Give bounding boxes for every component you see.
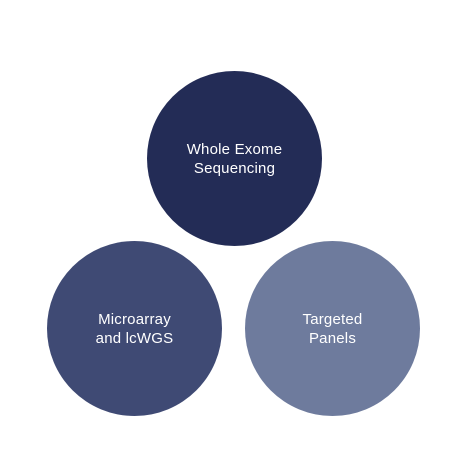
whole-exome-sequencing-label: Whole Exome Sequencing — [186, 140, 283, 177]
microarray-lcwgs-circle: Microarray and lcWGS — [47, 241, 222, 416]
targeted-panels-circle: Targeted Panels — [245, 241, 420, 416]
targeted-panels-label: Targeted Panels — [302, 310, 363, 347]
whole-exome-sequencing-circle: Whole Exome Sequencing — [147, 71, 322, 246]
microarray-lcwgs-label: Microarray and lcWGS — [95, 310, 174, 347]
